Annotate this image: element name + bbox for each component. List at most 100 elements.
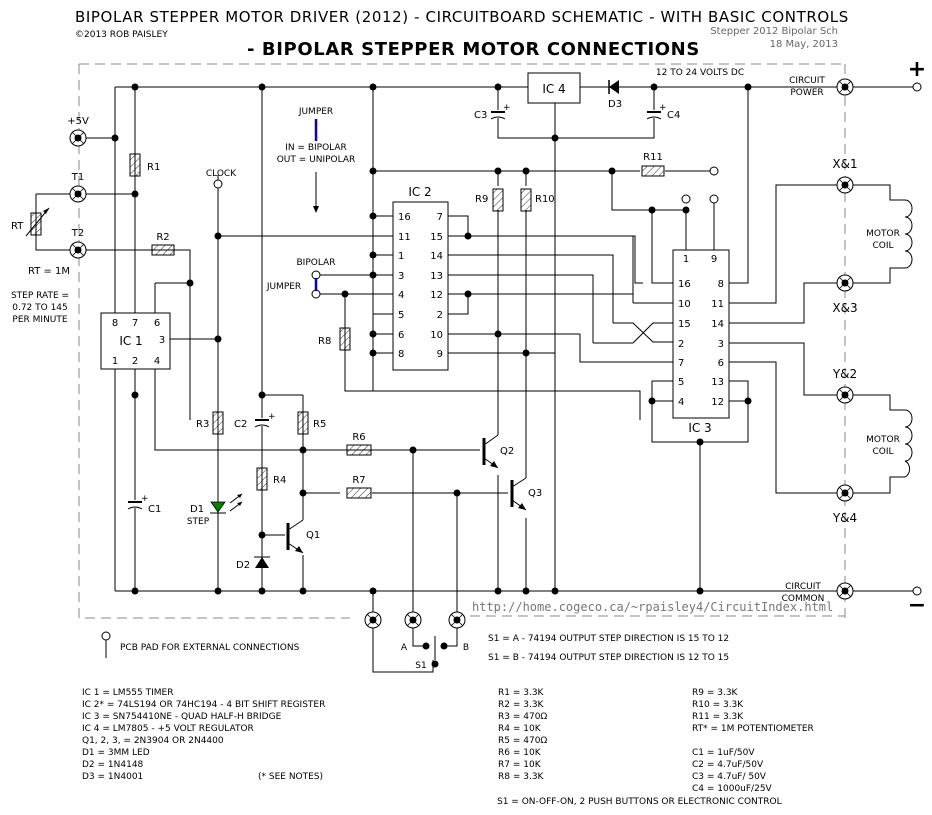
svg-text:7: 7: [132, 318, 138, 329]
ic3-pin-label: 15: [678, 319, 691, 330]
website-url[interactable]: http://home.cogeco.ca/~rpaisley4/Circuit…: [472, 600, 833, 614]
copyright: ©2013 ROB PAISLEY: [75, 30, 168, 40]
resistor-r7-icon: [346, 487, 372, 499]
ic2-pin-label: 1: [398, 251, 404, 262]
svg-text:D3: D3: [608, 99, 622, 110]
terminal-s1-b-icon: [448, 611, 466, 629]
svg-text:2: 2: [132, 356, 138, 367]
svg-text:C4: C4: [667, 110, 680, 121]
ic3-pin-label: 4: [678, 397, 684, 408]
capacitor-list-item: C3 = 4.7uF/ 50V: [692, 772, 767, 782]
parts-list-item: IC 4 = LM7805 - +5 VOLT REGULATOR: [82, 724, 254, 734]
svg-text:BIPOLAR: BIPOLAR: [297, 258, 336, 268]
parts-list-item: Q1, 2, 3, = 2N3904 OR 2N4400: [82, 736, 224, 746]
terminals: [69, 78, 854, 629]
svg-text:Q2: Q2: [500, 446, 514, 457]
wires: [35, 86, 917, 673]
resistor-r9-icon: [492, 188, 504, 212]
terminal-power-icon: [836, 78, 854, 96]
svg-text:CLOCK: CLOCK: [206, 169, 237, 179]
page-title: BIPOLAR STEPPER MOTOR DRIVER (2012) - CI…: [75, 8, 849, 26]
direction-note: S1 = B - 74194 OUTPUT STEP DIRECTION IS …: [488, 653, 729, 663]
switch-note: S1 = ON-OFF-ON, 2 PUSH BUTTONS OR ELECTR…: [497, 797, 782, 807]
capacitor-list-item: C1 = 1uF/50V: [692, 748, 755, 758]
svg-text:+5V: +5V: [67, 116, 89, 127]
resistor-list-item: R1 = 3.3K: [498, 688, 545, 698]
junction-dots: [111, 83, 752, 668]
component-labels: R1 R2 R3 R4 R5 R6 R7 R8 R9 R10 R11 C1 C2…: [147, 99, 680, 571]
ic2-pin-label: 4: [398, 290, 404, 301]
parts-list-item: IC 2* = 74LS194 OR 74HC194 - 4 BIT SHIFT…: [82, 700, 325, 710]
svg-text:R2: R2: [156, 232, 169, 243]
parts-list-item: IC 3 = SN754410NE - QUAD HALF-H BRIDGE: [82, 712, 282, 722]
svg-text:R3: R3: [196, 419, 209, 430]
svg-text:+: +: [503, 103, 511, 113]
svg-text:JUMPER: JUMPER: [298, 107, 333, 117]
svg-text:R7: R7: [352, 475, 365, 486]
resistor-list-item: R2 = 3.3K: [498, 700, 545, 710]
svg-text:+: +: [268, 412, 276, 422]
capacitors: + + + +: [126, 103, 667, 510]
terminal-plus5v-icon: [69, 129, 87, 147]
svg-text:Q3: Q3: [528, 488, 542, 499]
ic2-pin-label: 15: [430, 232, 443, 243]
ic3-pin-label: 3: [718, 339, 724, 350]
svg-text:COIL: COIL: [872, 447, 893, 457]
capacitor-list-item: C4 = 1000uF/25V: [692, 784, 773, 794]
terminal-t2-icon: [69, 241, 87, 259]
capacitor-list-item: C2 = 4.7uF/50V: [692, 760, 764, 770]
terminal-s1-a-icon: [404, 611, 422, 629]
ic3-pin-label: 8: [718, 279, 724, 290]
svg-text:4: 4: [154, 356, 160, 367]
notes: S1 = A - 74194 OUTPUT STEP DIRECTION IS …: [82, 634, 814, 807]
capacitor-c3-icon: +: [489, 103, 511, 120]
svg-text:RT = 1M: RT = 1M: [28, 266, 70, 277]
diode-d2-icon: [254, 556, 270, 568]
svg-text:JUMPER: JUMPER: [266, 282, 301, 292]
ic3-pin-label: 5: [678, 377, 684, 388]
ic3-pin-label: 13: [711, 377, 724, 388]
resistor-list-item: R4 = 10K: [498, 724, 542, 734]
svg-text:X&1: X&1: [832, 157, 857, 171]
capacitor-c2-icon: +: [253, 412, 276, 428]
ic3-pin-label: 1: [683, 254, 689, 265]
svg-text:OUT = UNIPOLAR: OUT = UNIPOLAR: [277, 155, 356, 165]
svg-text:R1: R1: [147, 162, 160, 173]
resistor-list-item: R8 = 3.3K: [498, 772, 545, 782]
pcb-pad-legend: PCB PAD FOR EXTERNAL CONNECTIONS: [120, 643, 300, 653]
svg-text:A: A: [401, 643, 408, 653]
pcb-pads: [101, 82, 922, 641]
ic2-pin-label: 14: [430, 251, 443, 262]
transistor-q3-icon: [510, 477, 527, 511]
resistor-list-item: RT* = 1M POTENTIOMETER: [692, 724, 814, 734]
resistor-r11-icon: [641, 165, 665, 177]
ic2-pin-label: 2: [437, 310, 443, 321]
ic2-pin-label: 12: [430, 290, 443, 301]
svg-text:C2: C2: [234, 419, 247, 430]
svg-text:STEP RATE =: STEP RATE =: [11, 291, 69, 301]
ic2-pin-label: 6: [398, 330, 404, 341]
resistor-r5-icon: [297, 411, 309, 435]
svg-text:IC 1: IC 1: [119, 334, 142, 348]
ic2-pin-label: 10: [430, 330, 443, 341]
misc-labels: +5V T1 T2 RT RT = 1M STEP RATE = 0.72 TO…: [11, 57, 926, 671]
svg-text:3: 3: [159, 335, 165, 346]
plus-sign: +: [908, 57, 926, 82]
resistor-r2-icon: [151, 244, 175, 256]
svg-text:B: B: [463, 643, 469, 653]
ic2-pin-label: 16: [398, 212, 411, 223]
ic3-pin-label: 6: [718, 358, 724, 369]
diode-d3-icon: [595, 80, 630, 94]
resistor-r4-icon: [256, 467, 268, 491]
svg-text:R9: R9: [475, 194, 488, 205]
ic3-pin-label: 2: [678, 339, 684, 350]
direction-note: S1 = A - 74194 OUTPUT STEP DIRECTION IS …: [488, 634, 729, 644]
svg-text:C3: C3: [474, 110, 487, 121]
ic3-pin-label: 10: [678, 299, 691, 310]
parts-list-item: D3 = 1N4001: [82, 772, 143, 782]
ic3-pin-label: 16: [678, 279, 691, 290]
transistor-q2-icon: [482, 434, 499, 469]
svg-text:8: 8: [112, 318, 118, 329]
capacitor-c1-icon: +: [126, 494, 149, 510]
svg-text:R11: R11: [643, 152, 663, 163]
